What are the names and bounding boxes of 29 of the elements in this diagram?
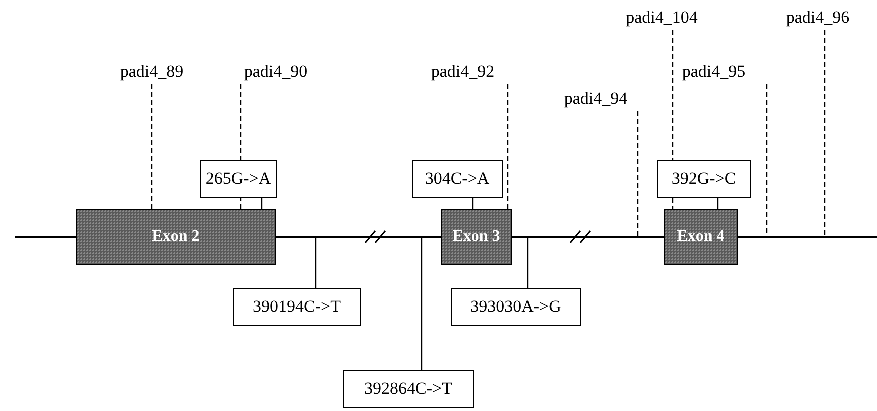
marker-label: padi4_92 xyxy=(423,60,503,84)
dashed-leader-line xyxy=(766,84,768,236)
variant-box: 392864C->T xyxy=(343,370,474,408)
leader-line xyxy=(717,198,719,209)
dashed-leader-line xyxy=(507,84,509,209)
variant-box: 393030A->G xyxy=(451,288,581,326)
marker-label: padi4_104 xyxy=(622,6,702,30)
variant-box: 390194C->T xyxy=(233,288,361,326)
exon-box: Exon 3 xyxy=(441,209,512,265)
dashed-leader-line xyxy=(824,30,826,236)
marker-label: padi4_96 xyxy=(778,6,858,30)
variant-box: 304C->A xyxy=(412,160,503,198)
variant-box: 392G->C xyxy=(657,160,751,198)
marker-label: padi4_95 xyxy=(674,60,754,84)
leader-line xyxy=(421,238,423,370)
leader-line xyxy=(315,238,317,288)
dashed-leader-line xyxy=(672,30,674,209)
marker-label: padi4_89 xyxy=(112,60,192,84)
exon-box: Exon 2 xyxy=(76,209,276,265)
dashed-leader-line xyxy=(240,84,242,209)
leader-line xyxy=(261,198,263,209)
marker-label: padi4_94 xyxy=(556,87,636,111)
exon-box: Exon 4 xyxy=(664,209,738,265)
marker-label: padi4_90 xyxy=(236,60,316,84)
variant-box: 265G->A xyxy=(200,160,277,198)
leader-line xyxy=(527,238,529,288)
dashed-leader-line xyxy=(151,84,153,209)
leader-line xyxy=(472,198,474,209)
dashed-leader-line xyxy=(637,111,639,236)
